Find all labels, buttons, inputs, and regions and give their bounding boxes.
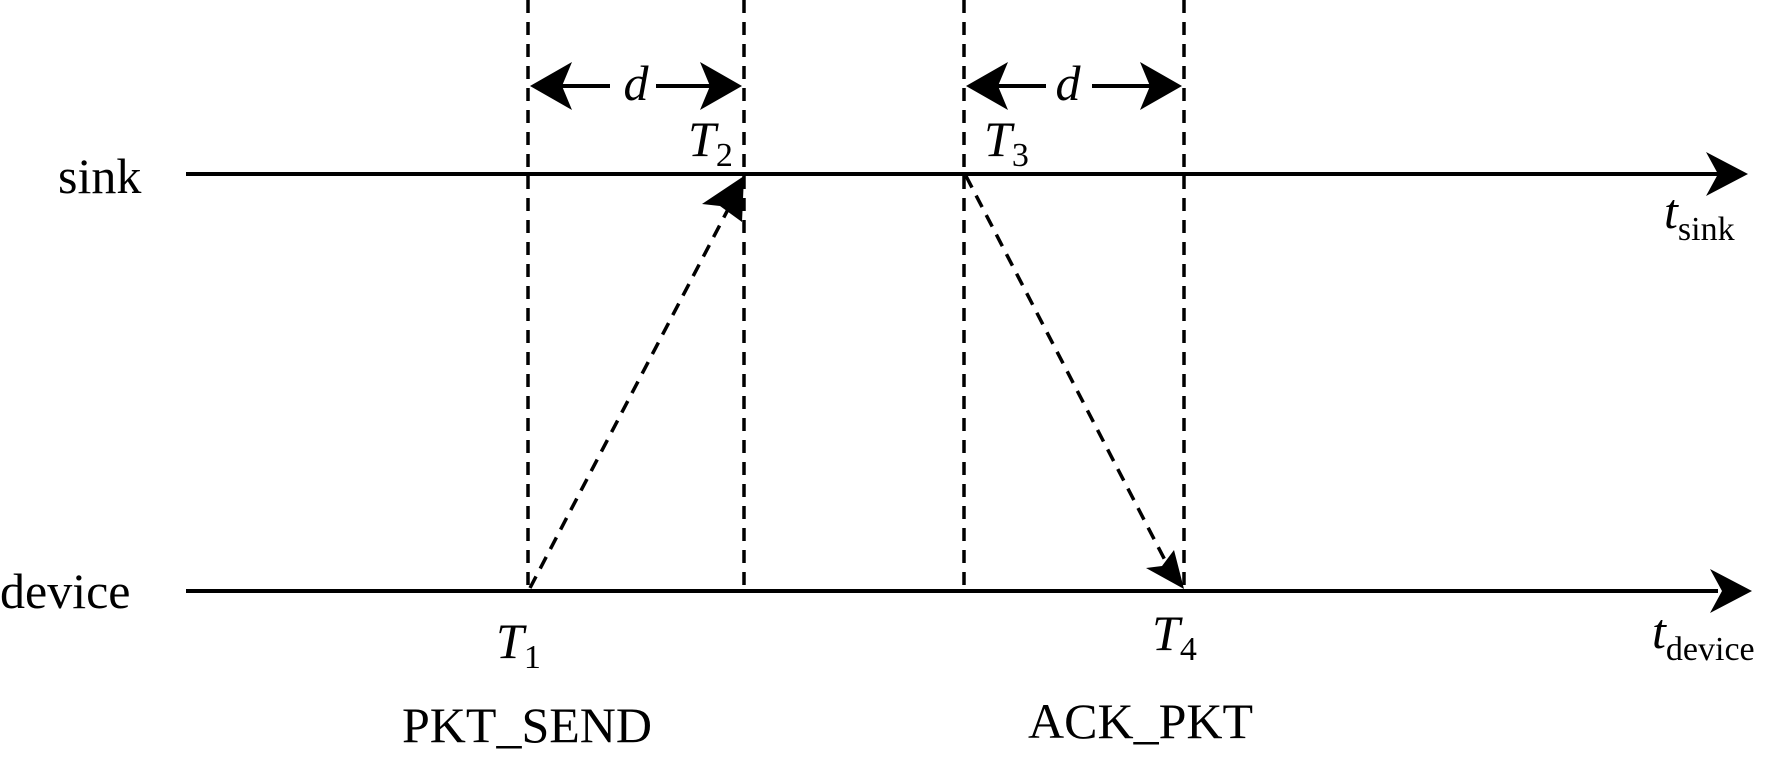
t3-sub: 3	[1012, 137, 1029, 174]
sink-axis-main: t	[1664, 183, 1679, 239]
ack-pkt-arrowhead	[1146, 550, 1184, 589]
t2-main: T	[688, 111, 719, 167]
pkt-send-arrowhead	[702, 176, 744, 222]
device-label: device	[0, 563, 130, 619]
interval-left-arrowhead-end	[700, 62, 742, 110]
interval-left-label: d	[624, 55, 650, 111]
sink-label: sink	[58, 148, 141, 204]
ack-pkt-label: ACK_PKT	[1028, 693, 1253, 749]
t4-sub: 4	[1180, 631, 1197, 668]
t1-main: T	[496, 613, 527, 669]
t4-label: T4	[1152, 605, 1197, 668]
t3-main: T	[984, 111, 1015, 167]
interval-d-left: d	[530, 55, 742, 111]
pkt-send-arrow	[528, 197, 736, 589]
device-axis-label: tdevice	[1652, 603, 1755, 668]
device-timeline-arrowhead	[1710, 569, 1752, 613]
pkt-send-label: PKT_SEND	[402, 697, 652, 753]
interval-right-arrowhead-end	[1140, 62, 1182, 110]
sink-axis-label: tsink	[1664, 183, 1735, 248]
interval-d-right: d	[966, 55, 1182, 111]
sink-axis-sub: sink	[1678, 211, 1735, 248]
t1-sub: 1	[524, 639, 541, 676]
t3-label: T3	[984, 111, 1029, 174]
ack-pkt-arrow	[964, 175, 1170, 567]
interval-left-arrowhead-start	[530, 62, 572, 110]
t4-main: T	[1152, 605, 1183, 661]
interval-right-arrowhead-start	[966, 62, 1008, 110]
device-axis-sub: device	[1666, 631, 1755, 668]
device-axis-main: t	[1652, 603, 1667, 659]
interval-right-label: d	[1056, 55, 1082, 111]
t2-sub: 2	[716, 137, 733, 174]
t2-label: T2	[688, 111, 733, 174]
t1-label: T1	[496, 613, 541, 676]
sink-timeline-arrowhead	[1706, 152, 1748, 196]
